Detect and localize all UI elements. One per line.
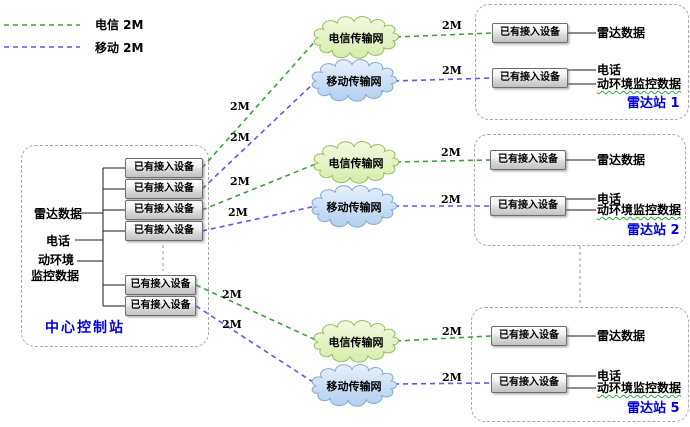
legend-label-telecom: 电信 2M — [95, 18, 144, 32]
legend-label-mobile: 移动 2M — [95, 41, 144, 55]
telecom-cloud-1-label: 电信传输网 — [328, 32, 384, 45]
station-2-output-radar-data: 雷达数据 — [597, 153, 646, 167]
link-telecom-cloud-1-to-station-1 — [395, 32, 493, 38]
station-2-title: 雷达站 2 — [627, 223, 680, 238]
bandwidth-label: 2M — [442, 371, 462, 384]
station-5-device-box-1: 已有接入设备 — [491, 326, 567, 346]
telecom-cloud-2: 电信传输网 — [307, 141, 405, 184]
station-1-output-phone: 电话 — [597, 63, 622, 77]
station-5-output-radar-data: 雷达数据 — [597, 329, 646, 343]
center-device-box-6: 已有接入设备 — [125, 296, 196, 316]
center-station-panel — [21, 145, 209, 347]
center-device-box-1: 已有接入设备 — [125, 158, 203, 178]
mobile-cloud-1-label: 移动传输网 — [326, 75, 382, 88]
telecom-cloud-3-label: 电信传输网 — [328, 336, 384, 349]
center-device-box-3: 已有接入设备 — [125, 200, 203, 220]
station-5-panel — [471, 307, 689, 422]
station-1-output-env-monitor: 动环境监控数据 — [597, 77, 682, 91]
station-5-device-box-2: 已有接入设备 — [491, 373, 567, 393]
bandwidth-label: 2M — [441, 193, 461, 206]
link-center-to-telecom-cloud-1 — [201, 37, 319, 169]
mobile-cloud-2: 移动传输网 — [305, 185, 403, 228]
station-5-title: 雷达站 5 — [627, 401, 680, 416]
center-internal-wiring — [75, 167, 126, 307]
mobile-links — [195, 77, 493, 385]
bandwidth-label: 2M — [230, 100, 250, 113]
link-mobile-cloud-1-to-station-1 — [393, 77, 493, 82]
link-mobile-cloud-3-to-station-5 — [393, 382, 492, 385]
center-input-env-line2: 监控数据 — [31, 269, 80, 283]
station-2-output-phone: 电话 — [597, 192, 622, 206]
station-1-title: 雷达站 1 — [627, 96, 680, 111]
bandwidth-label: 2M — [228, 206, 248, 219]
mobile-cloud-3-label: 移动传输网 — [326, 380, 382, 393]
station-5-output-phone: 电话 — [597, 369, 622, 383]
mobile-cloud-2-label: 移动传输网 — [326, 201, 382, 214]
telecom-cloud-2-label: 电信传输网 — [328, 157, 384, 170]
bandwidth-label: 2M — [222, 318, 242, 331]
telecom-links — [195, 32, 493, 342]
bandwidth-label: 2M — [222, 288, 242, 301]
center-input-phone: 电话 — [46, 234, 71, 248]
bandwidth-label: 2M — [230, 131, 250, 144]
telecom-cloud-1: 电信传输网 — [307, 16, 405, 59]
bandwidth-label: 2M — [442, 19, 462, 32]
center-input-env-line1: 动环境 — [38, 253, 75, 267]
telecom-cloud-3: 电信传输网 — [307, 320, 405, 363]
station-1-panel — [475, 4, 689, 120]
link-telecom-cloud-2-to-station-2 — [395, 159, 491, 163]
mobile-cloud-1: 移动传输网 — [305, 59, 403, 102]
center-station-title: 中心控制站 — [45, 320, 125, 336]
mobile-cloud-3: 移动传输网 — [305, 364, 403, 407]
station-2-device-box-1: 已有接入设备 — [490, 150, 566, 170]
bandwidth-label: 2M — [442, 64, 462, 77]
station-2-device-box-2: 已有接入设备 — [490, 196, 566, 216]
link-center-to-telecom-cloud-2 — [201, 162, 319, 211]
center-device-box-2: 已有接入设备 — [125, 179, 203, 199]
center-device-box-4: 已有接入设备 — [125, 221, 203, 241]
link-telecom-cloud-3-to-station-5 — [395, 335, 492, 342]
station-output-wires — [566, 32, 596, 389]
link-center-to-telecom-cloud-3 — [195, 284, 319, 342]
center-device-box-5: 已有接入设备 — [125, 275, 196, 295]
station-1-device-box-1: 已有接入设备 — [492, 23, 568, 43]
station-2-output-env-monitor: 动环境监控数据 — [597, 203, 682, 217]
station-1-output-radar-data: 雷达数据 — [597, 26, 646, 40]
station-1-device-box-2: 已有接入设备 — [492, 68, 568, 88]
link-center-to-mobile-cloud-3 — [195, 305, 317, 385]
link-center-to-mobile-cloud-2 — [201, 205, 317, 232]
ellipsis-connectors — [162, 245, 581, 306]
bandwidth-label: 2M — [442, 325, 462, 338]
station-2-panel — [474, 134, 686, 246]
bandwidth-label: 2M — [230, 175, 250, 188]
center-input-radar-data: 雷达数据 — [34, 207, 83, 221]
bandwidth-label: 2M — [441, 146, 461, 159]
station-5-output-env-monitor: 动环境监控数据 — [597, 381, 682, 395]
link-center-to-mobile-cloud-1 — [201, 80, 317, 190]
